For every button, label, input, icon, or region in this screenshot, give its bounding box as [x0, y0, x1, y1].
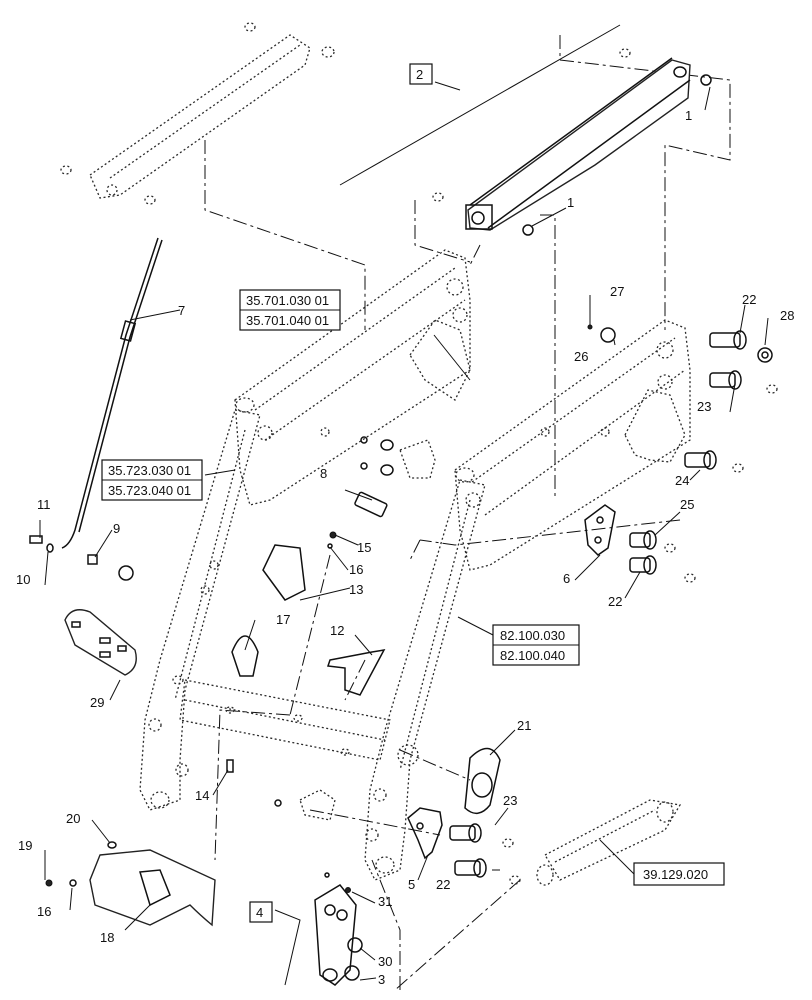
callout-13: 13 [349, 582, 363, 597]
callout-25: 25 [680, 497, 694, 512]
leader-lines [39, 24, 769, 986]
callout-16-upper: 16 [349, 562, 363, 577]
left-cross-beam-ghost [60, 22, 335, 205]
rod-7 [61, 237, 163, 549]
callout-20: 20 [66, 811, 80, 826]
callout-5: 5 [408, 877, 415, 892]
callout-27: 27 [610, 284, 624, 299]
ref-35-701-line2: 35.701.040 01 [246, 313, 329, 328]
callout-14: 14 [195, 788, 209, 803]
callout-21: 21 [517, 718, 531, 733]
ref-35-701-line1: 35.701.030 01 [246, 293, 329, 308]
callout-17: 17 [276, 612, 290, 627]
callout-29: 29 [90, 695, 104, 710]
cross-beam-2 [432, 48, 712, 236]
callout-23-lower: 23 [503, 793, 517, 808]
callout-18: 18 [100, 930, 114, 945]
callout-1-top: 1 [685, 108, 692, 123]
ref-35-723-line2: 35.723.040 01 [108, 483, 191, 498]
callout-9: 9 [113, 521, 120, 536]
callout-16-lower: 16 [37, 904, 51, 919]
callout-8: 8 [320, 466, 327, 481]
callout-4: 4 [256, 905, 263, 920]
callout-19: 19 [18, 838, 32, 853]
ref-39-129-line1: 39.129.020 [643, 867, 708, 882]
callout-15: 15 [357, 540, 371, 555]
callout-box-2 [409, 63, 433, 85]
ref-82-100-line1: 82.100.030 [500, 628, 565, 643]
callout-11: 11 [37, 497, 51, 512]
callout-30: 30 [378, 954, 392, 969]
callout-26: 26 [574, 349, 588, 364]
callout-28: 28 [780, 308, 794, 323]
reference-39-129[interactable]: 39.129.020 [633, 862, 725, 886]
reference-35-723[interactable]: 35.723.030 01 35.723.040 01 [101, 459, 203, 501]
ref-82-100-line2: 82.100.040 [500, 648, 565, 663]
callout-3: 3 [378, 972, 385, 987]
reference-35-701[interactable]: 35.701.030 01 35.701.040 01 [239, 289, 341, 331]
callout-box-4 [249, 901, 273, 923]
ref-35-723-line1: 35.723.030 01 [108, 463, 191, 478]
callout-23-upper: 23 [697, 399, 711, 414]
reference-82-100[interactable]: 82.100.030 82.100.040 [492, 624, 580, 666]
callout-2: 2 [416, 67, 423, 82]
callout-10: 10 [16, 572, 30, 587]
callout-22-upper: 22 [742, 292, 756, 307]
chain-lines [204, 35, 731, 991]
loader-frame-ghost [139, 249, 691, 881]
callout-22-lower: 22 [436, 877, 450, 892]
callout-7: 7 [178, 303, 185, 318]
callout-1-lower: 1 [567, 195, 574, 210]
callout-24: 24 [675, 473, 689, 488]
hardware-solid [29, 324, 778, 986]
callout-labels: 2 1 1 7 8 9 10 11 12 13 14 15 16 17 18 1… [16, 63, 794, 987]
callout-12: 12 [330, 623, 344, 638]
callout-22-middle: 22 [608, 594, 622, 609]
callout-31: 31 [378, 894, 392, 909]
callout-6: 6 [563, 571, 570, 586]
